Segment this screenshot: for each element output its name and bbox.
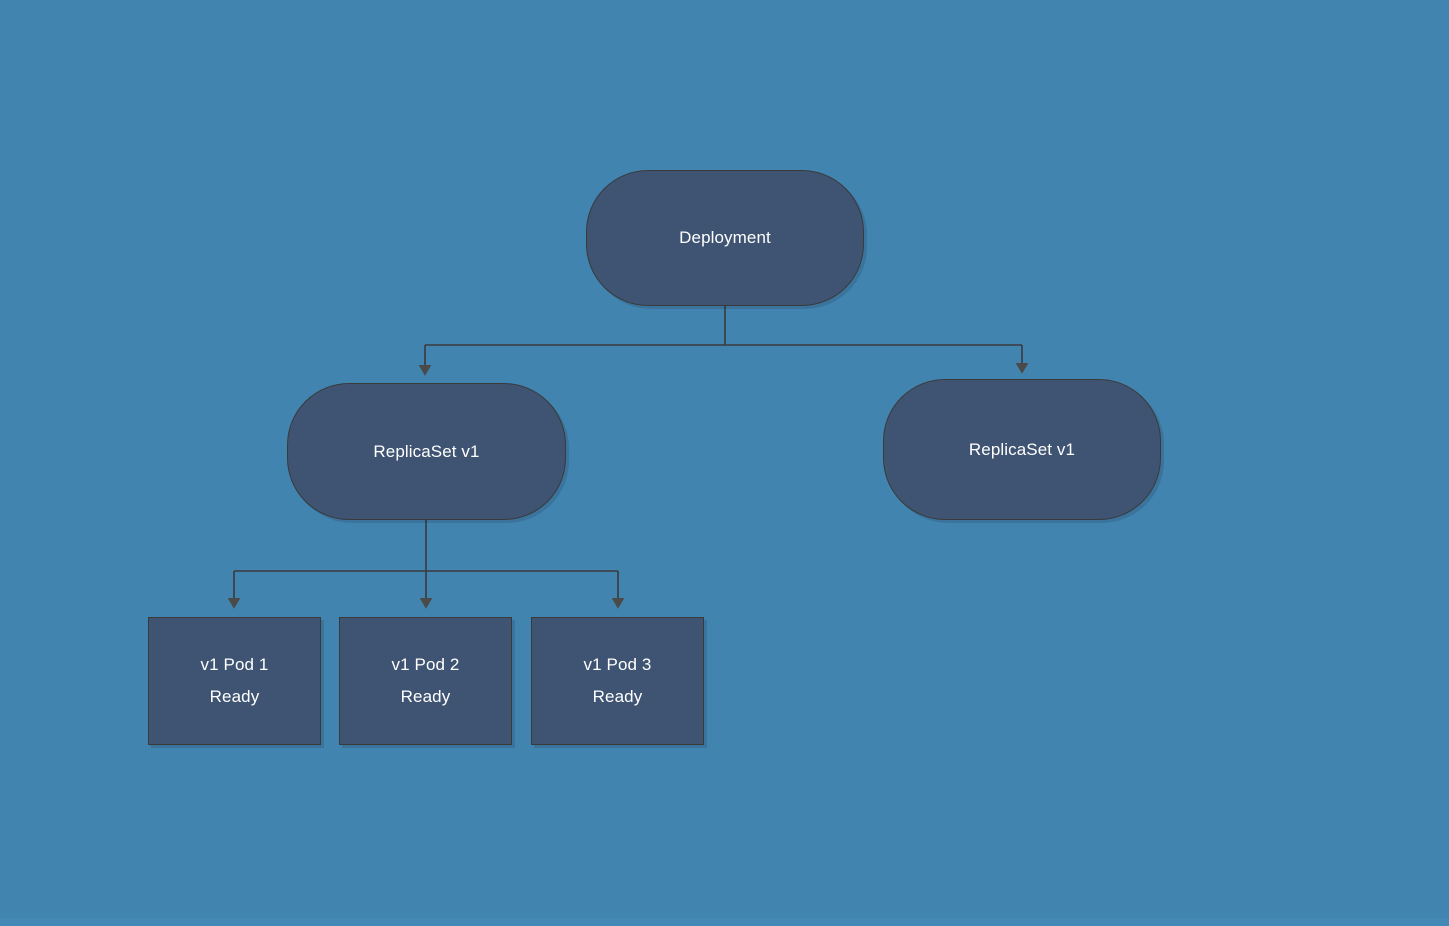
node-pod-v1-pod-1-status: Ready (209, 687, 260, 706)
node-replicaset-v1-left[interactable]: ReplicaSet v1 (287, 383, 566, 520)
node-pod-v1-pod-3-name: v1 Pod 3 (583, 655, 652, 674)
node-pod-v1-pod-3-status: Ready (592, 687, 643, 706)
node-replicaset-v1-right[interactable]: ReplicaSet v1 (883, 379, 1161, 520)
node-pod-v1-pod-1-name: v1 Pod 1 (200, 655, 269, 674)
node-pod-v1-pod-2-name: v1 Pod 2 (391, 655, 460, 674)
bottom-edge-strip (0, 918, 1449, 926)
node-pod-v1-pod-3[interactable]: v1 Pod 3 Ready (531, 617, 704, 745)
node-replicaset-v1-right-label: ReplicaSet v1 (968, 439, 1076, 459)
node-deployment[interactable]: Deployment (586, 170, 864, 306)
node-deployment-label: Deployment (679, 228, 771, 247)
node-replicaset-v1-left-label: ReplicaSet v1 (373, 441, 480, 461)
node-pod-v1-pod-2-status: Ready (400, 687, 451, 706)
node-pod-v1-pod-1[interactable]: v1 Pod 1 Ready (148, 617, 321, 745)
node-pod-v1-pod-2[interactable]: v1 Pod 2 Ready (339, 617, 512, 745)
